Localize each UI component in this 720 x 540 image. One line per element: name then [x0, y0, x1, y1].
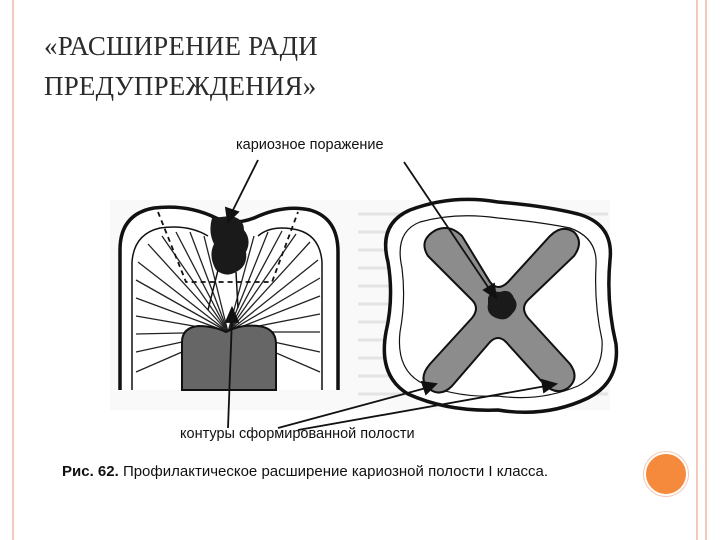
pulp-chamber [181, 324, 277, 391]
tooth-section-left [118, 205, 340, 391]
title-line-1: «РАСШИРЕНИЕ РАДИ [44, 31, 318, 61]
caption-text: Профилактическое расширение кариозной по… [122, 463, 549, 480]
figure-caption: Рис. 62. Профилактическое расширение кар… [62, 463, 548, 480]
slide-title: «РАСШИРЕНИЕ РАДИ ПРЕДУПРЕЖДЕНИЯ» [44, 26, 564, 106]
pointer-arrows [224, 159, 559, 431]
tooth-occlusal-right [382, 197, 619, 415]
cavity-outline-left [157, 211, 299, 283]
slide-frame [12, 0, 698, 540]
side-decorative-rule [705, 0, 707, 540]
label-cavity-contours: контуры сформированной полости [180, 426, 415, 442]
figure-drawing [110, 159, 619, 431]
tooth-cavity-figure: кариозное поражение контуры сформированн… [58, 132, 638, 462]
caption-figure-number: Рис. 62. [62, 463, 119, 480]
label-caries-lesion: кариозное поражение [236, 137, 384, 153]
title-line-2: ПРЕДУПРЕЖДЕНИЯ» [44, 71, 317, 101]
caries-lesion-left [210, 216, 249, 275]
orange-accent-circle [644, 452, 688, 496]
